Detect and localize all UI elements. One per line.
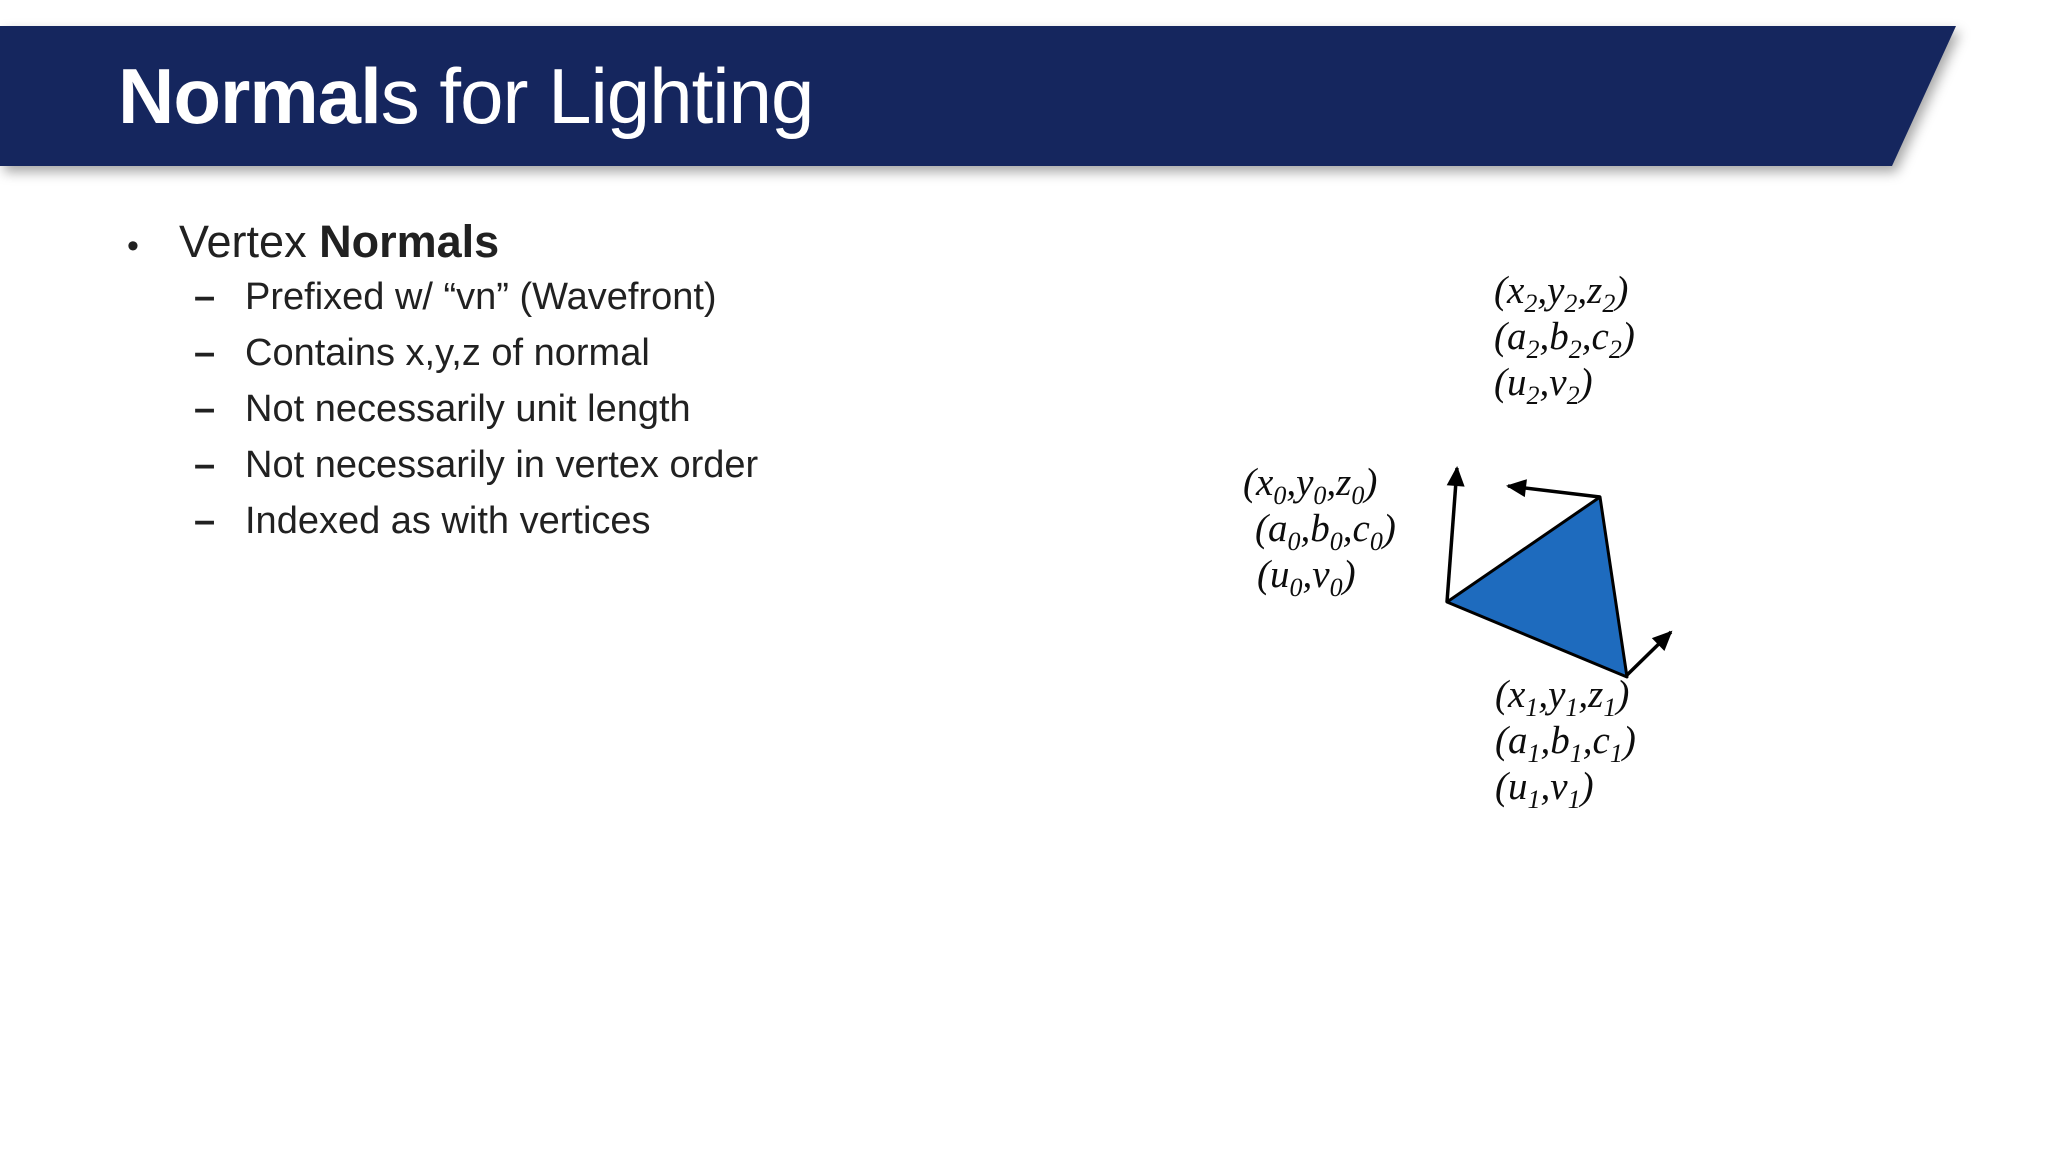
vertex1-position-label: (x1,y1,z1) (1495, 673, 1630, 722)
dash-marker: – (194, 332, 216, 374)
page-title: Normals for Lighting (118, 57, 813, 135)
title-banner-shape: Normals for Lighting (0, 26, 1956, 166)
sub-bullet-indexed: – Indexed as with vertices (194, 500, 758, 556)
sub-bullet-text: Not necessarily unit length (245, 388, 691, 430)
bullet-text-regular: Vertex (179, 216, 320, 267)
vertex0-normal-label: (a0,b0,c0) (1255, 507, 1396, 556)
dash-marker: – (194, 276, 216, 318)
sub-bullet-unit-length: – Not necessarily unit length (194, 388, 758, 444)
normal-arrow-vertex1 (1624, 630, 1673, 678)
sub-bullet-contains-xyz: – Contains x,y,z of normal (194, 332, 758, 388)
bullet-vertex-normals: • Vertex Normals (127, 216, 499, 272)
vertex0-uv-label: (u0,v0) (1257, 553, 1356, 602)
dash-marker: – (194, 444, 216, 486)
title-banner: Normals for Lighting (0, 26, 1956, 166)
sub-bullet-text: Indexed as with vertices (245, 500, 651, 542)
dash-marker: – (194, 388, 216, 430)
page-title-rest: s for Lighting (380, 52, 814, 140)
dash-marker: – (194, 500, 216, 542)
vertex2-label-block: (x2,y2,z2) (a2,b2,c2) (u2,v2) (1494, 268, 1635, 410)
bullet-text-bold: Normals (319, 216, 500, 267)
vertex1-label-block: (x1,y1,z1) (a1,b1,c1) (u1,v1) (1495, 672, 1636, 814)
normal-arrow-vertex0 (1445, 466, 1465, 603)
sub-bullet-vertex-order: – Not necessarily in vertex order (194, 444, 758, 500)
triangle-normals-diagram (1445, 466, 1673, 679)
vertex0-position-label: (x0,y0,z0) (1243, 461, 1378, 510)
vertex1-uv-label: (u1,v1) (1495, 765, 1594, 814)
bullet-dot: • (127, 227, 139, 265)
normal-arrow-vertex2 (1506, 479, 1601, 499)
vertex2-normal-label: (a2,b2,c2) (1494, 315, 1635, 364)
sub-bullet-text: Contains x,y,z of normal (245, 332, 650, 374)
sub-bullet-text: Not necessarily in vertex order (245, 444, 759, 486)
sub-bullet-prefixed: – Prefixed w/ “vn” (Wavefront) (194, 276, 758, 332)
vertex0-label-block: (x0,y0,z0) (a0,b0,c0) (u0,v0) (1243, 460, 1396, 602)
vertex2-position-label: (x2,y2,z2) (1494, 269, 1629, 318)
vertex2-uv-label: (u2,v2) (1494, 361, 1593, 410)
sub-bullet-text: Prefixed w/ “vn” (Wavefront) (245, 276, 717, 318)
sub-bullet-list: – Prefixed w/ “vn” (Wavefront) – Contain… (194, 276, 758, 556)
bullet-vertex-normals-text: Vertex Normals (179, 216, 499, 268)
vertex1-normal-label: (a1,b1,c1) (1495, 719, 1636, 768)
triangle-face (1445, 495, 1629, 679)
page-title-bold: Normal (118, 52, 381, 140)
